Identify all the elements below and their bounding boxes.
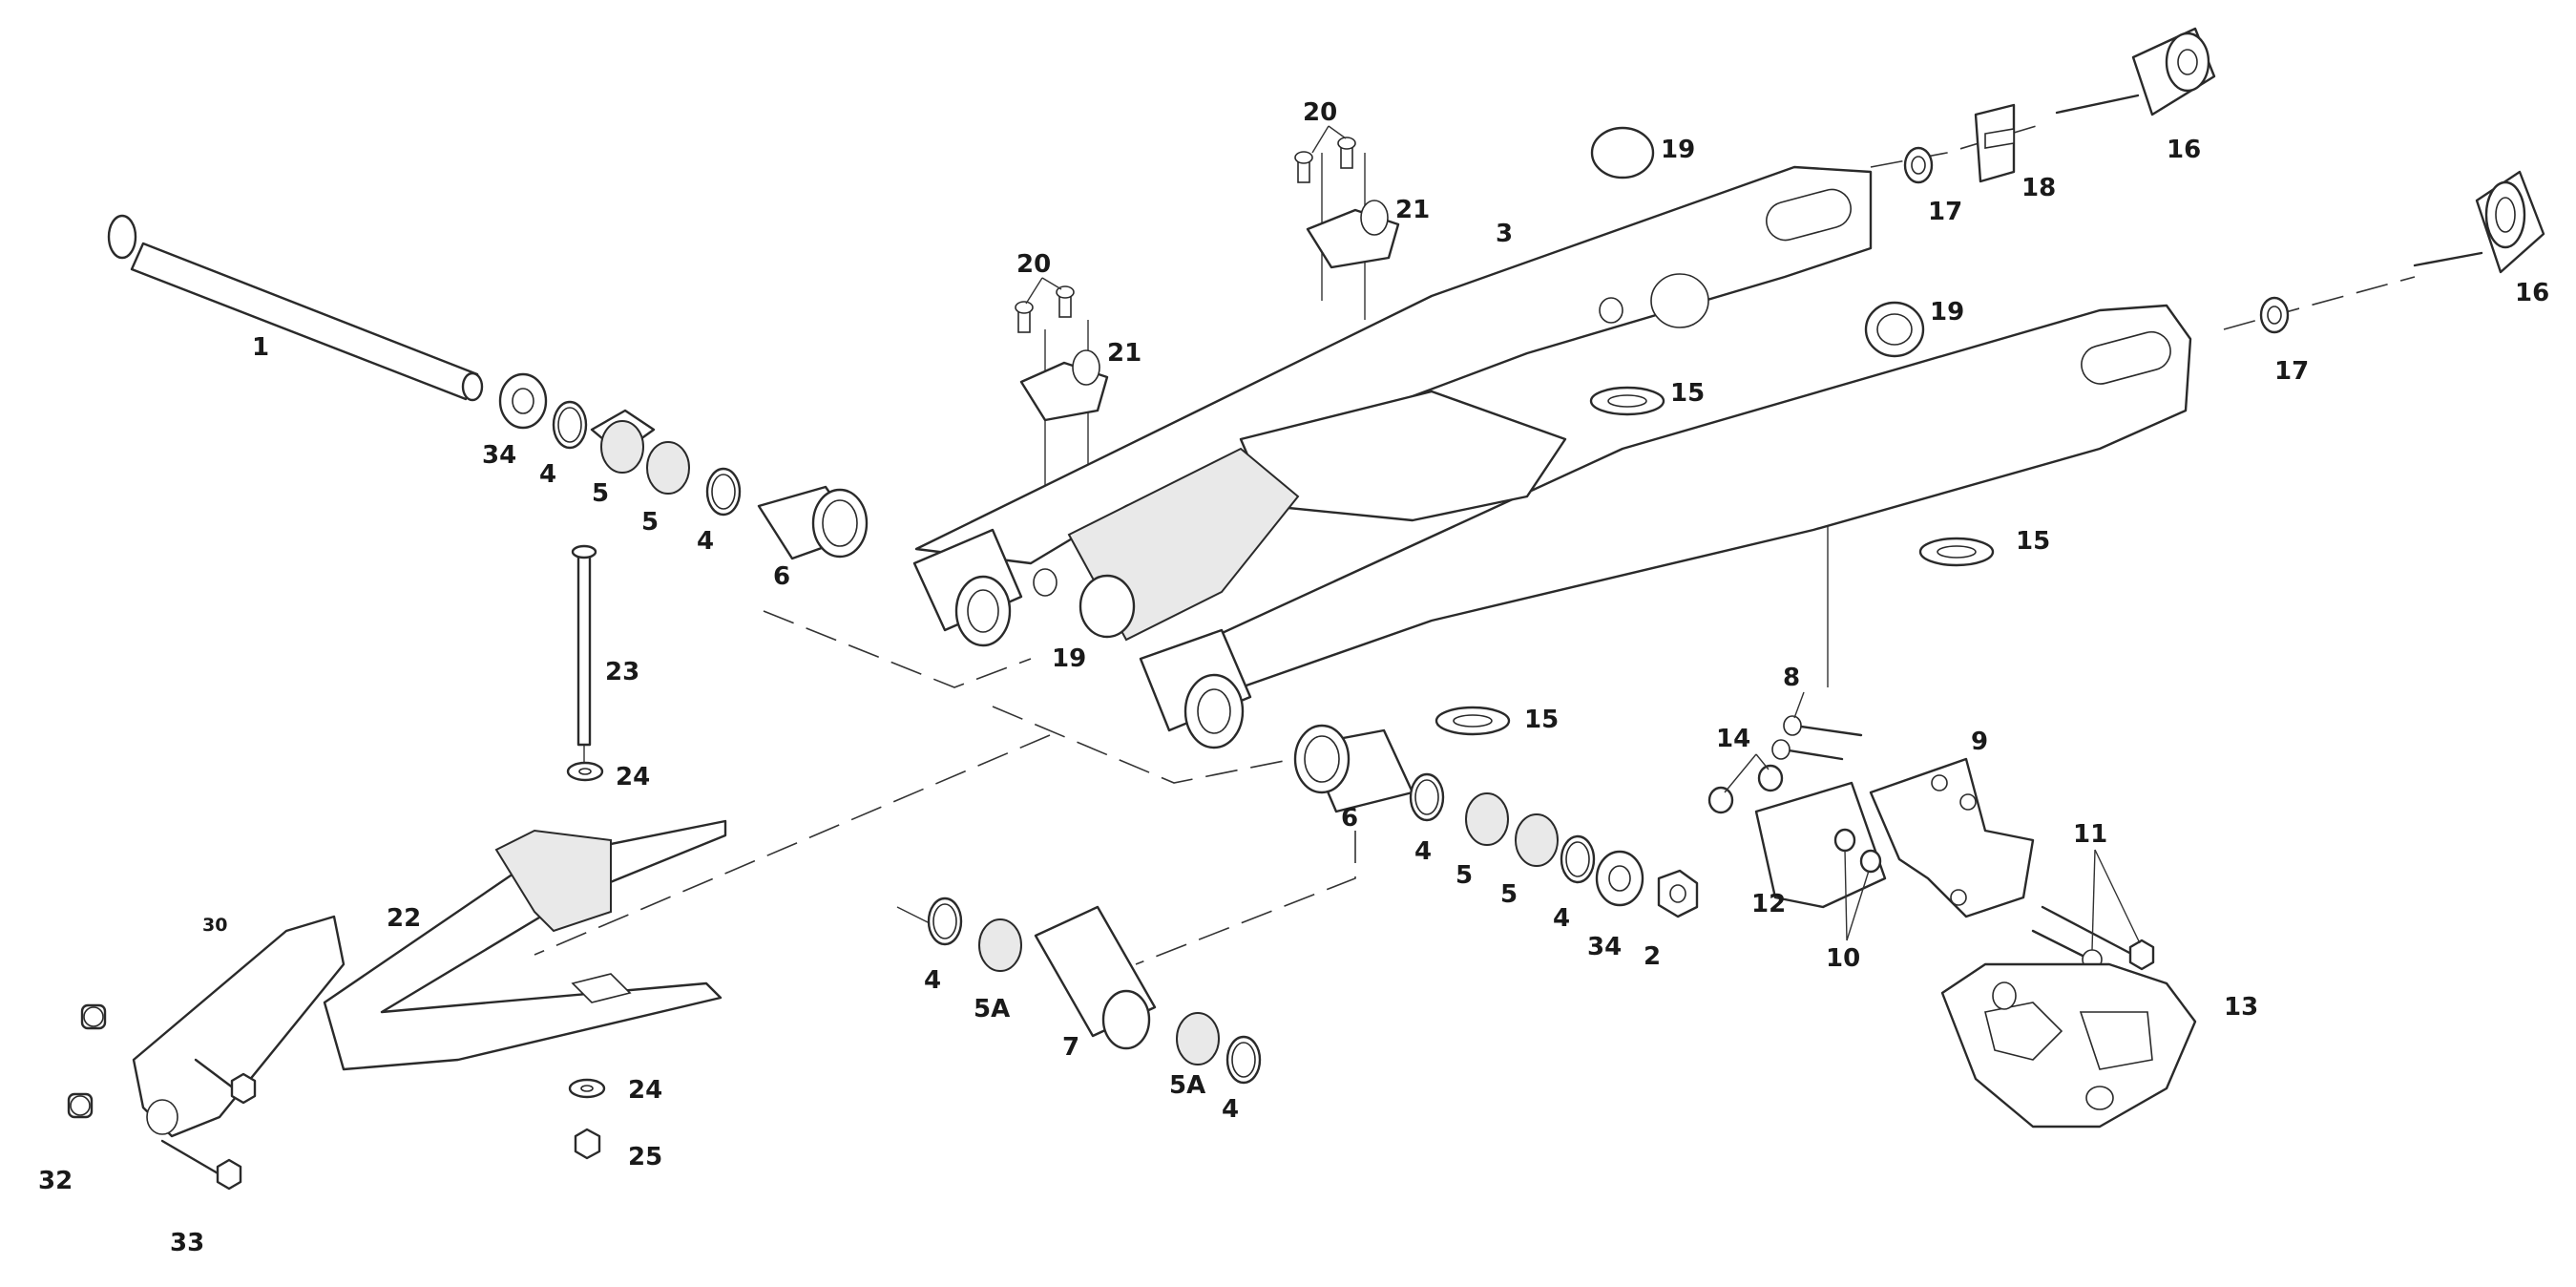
callout-4: 4	[1222, 1095, 1239, 1124]
part-15-rubber-b	[1918, 537, 1995, 567]
callout-6: 6	[773, 562, 790, 591]
callout-11: 11	[2073, 820, 2107, 849]
callout-12: 12	[1751, 890, 1786, 918]
part-21-clamp-left	[1019, 349, 1109, 422]
callout-21: 21	[1395, 196, 1430, 224]
part-9-caliper-bracket	[1869, 757, 2035, 918]
callout-19: 19	[1661, 136, 1695, 164]
lower-bushing-stack	[927, 897, 1262, 1085]
callout-20: 20	[1016, 250, 1051, 279]
callout-15: 15	[2016, 527, 2050, 556]
callout-5: 5	[592, 479, 609, 508]
callout-34: 34	[482, 441, 516, 470]
callout-1: 1	[252, 333, 269, 362]
part-19-plug-middle	[1864, 301, 1925, 358]
leader-lines	[1025, 125, 2141, 951]
callout-19: 19	[1930, 298, 1964, 327]
callout-32: 32	[38, 1167, 73, 1195]
callout-15: 15	[1670, 379, 1705, 408]
callout-5A: 5A	[1169, 1071, 1205, 1100]
callout-16: 16	[2167, 136, 2201, 164]
callout-6: 6	[1341, 804, 1358, 833]
callout-4: 4	[1414, 837, 1432, 866]
part-16-adjuster-bottom	[2413, 170, 2545, 274]
callout-22: 22	[387, 904, 421, 933]
callout-5A: 5A	[974, 995, 1010, 1023]
callout-7: 7	[1062, 1033, 1079, 1062]
callout-13: 13	[2224, 993, 2258, 1022]
part-17-nut-bottom	[2259, 296, 2290, 334]
callout-30: 30	[202, 915, 227, 936]
part-1-pivot-axle	[107, 214, 484, 402]
callout-5: 5	[1456, 861, 1473, 890]
callout-25: 25	[628, 1143, 662, 1171]
callout-4: 4	[1553, 904, 1570, 933]
part-14-washers	[1707, 764, 1784, 814]
part-20-screws-left	[1015, 285, 1075, 333]
part-15-rubber-c	[1435, 706, 1511, 736]
callout-9: 9	[1971, 728, 1988, 756]
callout-24: 24	[616, 763, 650, 791]
part-16-adjuster-top	[2055, 27, 2216, 116]
callout-4: 4	[697, 527, 714, 556]
callout-16: 16	[2515, 279, 2549, 307]
callout-17: 17	[2274, 357, 2309, 386]
part-17-nut-top	[1903, 146, 1934, 184]
part-18-chain-guide-plate	[1974, 103, 2016, 183]
part-30-guard-block	[132, 915, 346, 1138]
callout-23: 23	[605, 658, 639, 686]
part-19-plug-top	[1590, 126, 1655, 179]
callout-2: 2	[1644, 942, 1661, 971]
callout-21: 21	[1107, 339, 1141, 368]
part-32-spacers	[67, 1003, 107, 1119]
callout-5: 5	[641, 508, 659, 537]
part-24-washer-top	[566, 761, 604, 782]
callout-14: 14	[1716, 725, 1750, 753]
part-20-screws-right	[1294, 137, 1356, 183]
part-13-brake-caliper	[1940, 962, 2197, 1129]
part-21-clamp-right	[1306, 200, 1400, 269]
part-10-bushings	[1833, 828, 1882, 874]
callout-8: 8	[1783, 664, 1800, 692]
callout-34: 34	[1587, 933, 1622, 961]
right-pivot-stack	[1293, 724, 1699, 918]
callout-10: 10	[1826, 944, 1860, 973]
callout-4: 4	[924, 966, 941, 995]
callout-18: 18	[2021, 174, 2056, 202]
callout-15: 15	[1524, 706, 1559, 734]
callout-24: 24	[628, 1076, 662, 1105]
part-24-washer-bottom	[568, 1078, 606, 1099]
callout-3: 3	[1496, 220, 1513, 248]
callout-17: 17	[1928, 198, 1962, 226]
part-33-bolts	[160, 1058, 257, 1191]
part-22-chain-slider	[323, 819, 727, 1071]
callout-labels: 1 34 4 5 5 4 6 20 21 20 21 3 19 19 19 17…	[38, 98, 2549, 1257]
part-8-pins	[1771, 715, 1863, 761]
part-19-plug-pivot	[1079, 574, 1136, 639]
callout-4: 4	[539, 460, 556, 489]
left-pivot-stack	[498, 372, 869, 560]
callout-19: 19	[1052, 644, 1086, 673]
part-3-swingarm	[912, 165, 2192, 749]
part-25-nut	[574, 1128, 601, 1160]
callout-33: 33	[170, 1229, 204, 1257]
callout-5: 5	[1500, 880, 1518, 909]
part-23-long-screw	[571, 544, 597, 747]
part-12-bracket-plate	[1754, 781, 1887, 909]
callout-20: 20	[1303, 98, 1337, 127]
part-15-rubber-a	[1589, 386, 1665, 416]
